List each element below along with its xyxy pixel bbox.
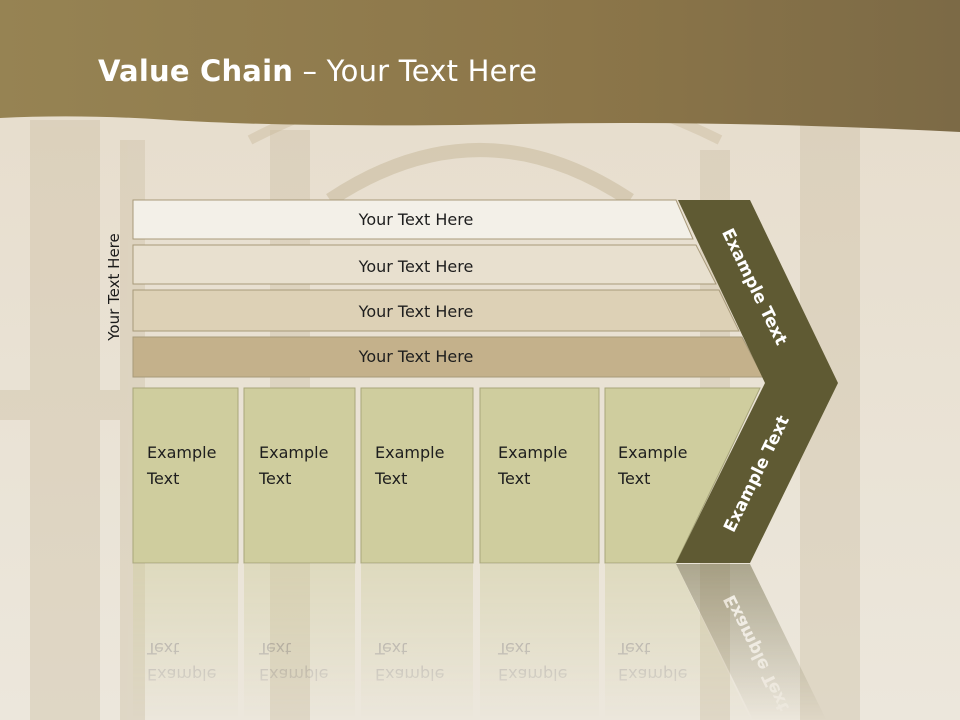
reflection-text-4b: Text <box>497 639 530 658</box>
box-text-2-line2: Text <box>258 469 291 488</box>
box-text-3-line1: Example <box>375 443 444 462</box>
reflection-text-3: Example <box>375 665 444 684</box>
reflection-text-2b: Text <box>258 639 291 658</box>
reflection-text-4: Example <box>498 665 567 684</box>
box-text-1-line1: Example <box>147 443 216 462</box>
box-text-5-line2: Text <box>617 469 650 488</box>
reflection-text-5: Example <box>618 665 687 684</box>
box-text-5-line1: Example <box>618 443 687 462</box>
example-box-4 <box>479 387 600 564</box>
row-label-4: Your Text Here <box>358 347 474 366</box>
row-bar-3 <box>132 289 740 332</box>
diagram-reflection: Example Text Example Text Example Text E… <box>133 564 827 720</box>
box-text-4-line1: Example <box>498 443 567 462</box>
reflection-text-3b: Text <box>374 639 407 658</box>
row-label-3: Your Text Here <box>358 302 474 321</box>
example-box-3 <box>360 387 474 564</box>
box-text-4-line2: Text <box>497 469 530 488</box>
slide-title: Value Chain – Your Text Here <box>98 54 538 88</box>
row-label-2: Your Text Here <box>358 257 474 276</box>
box-text-3-line2: Text <box>374 469 407 488</box>
reflection-text-5b: Text <box>617 639 650 658</box>
row-bar-1 <box>132 199 694 240</box>
reflection-text-1b: Text <box>146 639 179 658</box>
row-label-1: Your Text Here <box>358 210 474 229</box>
row-bar-2 <box>132 244 717 285</box>
box-text-1-line2: Text <box>146 469 179 488</box>
reflection-text-1: Example <box>147 665 216 684</box>
example-box-2 <box>243 387 356 564</box>
reflection-text-2: Example <box>259 665 328 684</box>
chevron-arrow <box>676 200 838 563</box>
box-text-2-line1: Example <box>259 443 328 462</box>
example-box-1 <box>132 387 239 564</box>
